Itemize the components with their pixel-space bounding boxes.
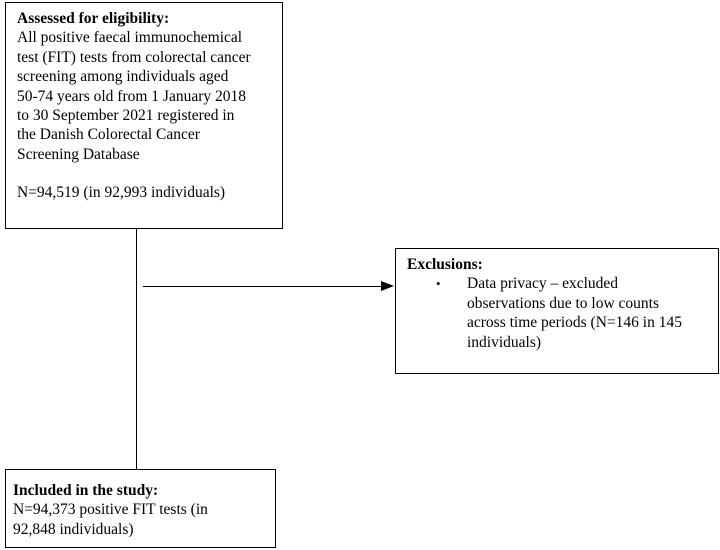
exclusions-heading: Exclusions: (407, 256, 483, 273)
arrow-head-icon (381, 281, 394, 291)
eligibility-text-line: the Danish Colorectal Cancer (17, 126, 200, 144)
eligibility-box: Assessed for eligibility: All positive f… (5, 2, 283, 229)
flow-connector-line (136, 229, 138, 469)
eligibility-text-line: All positive faecal immunochemical (17, 29, 243, 47)
included-text-line: 92,848 individuals) (13, 520, 134, 538)
included-text-line: N=94,373 positive FIT tests (in (13, 501, 208, 519)
exclusion-item-line: individuals) (467, 333, 542, 351)
eligibility-text-line: screening among individuals aged (17, 68, 229, 86)
exclusion-item-line: across time periods (N=146 in 145 (467, 314, 682, 332)
exclusion-item-line: observations due to low counts (467, 294, 660, 312)
eligibility-text-line: test (FIT) tests from colorectal cancer (17, 48, 251, 66)
eligibility-text-line: Screening Database (17, 145, 140, 163)
eligibility-text-line: to 30 September 2021 registered in (17, 107, 235, 125)
exclusion-arrow-line (143, 286, 388, 288)
bullet-icon: • (436, 276, 441, 292)
included-heading: Included in the study: (13, 482, 159, 499)
exclusions-box: Exclusions: • Data privacy – excluded ob… (395, 248, 719, 374)
exclusion-item: • Data privacy – excluded observations d… (407, 274, 710, 352)
exclusions-list: • Data privacy – excluded observations d… (407, 274, 710, 352)
eligibility-count: N=94,519 (in 92,993 individuals) (17, 184, 226, 202)
exclusion-item-line: Data privacy – excluded (467, 275, 619, 293)
included-box: Included in the study: N=94,373 positive… (5, 469, 276, 548)
eligibility-heading: Assessed for eligibility: (17, 10, 170, 27)
eligibility-text-line: 50-74 years old from 1 January 2018 (17, 87, 247, 105)
